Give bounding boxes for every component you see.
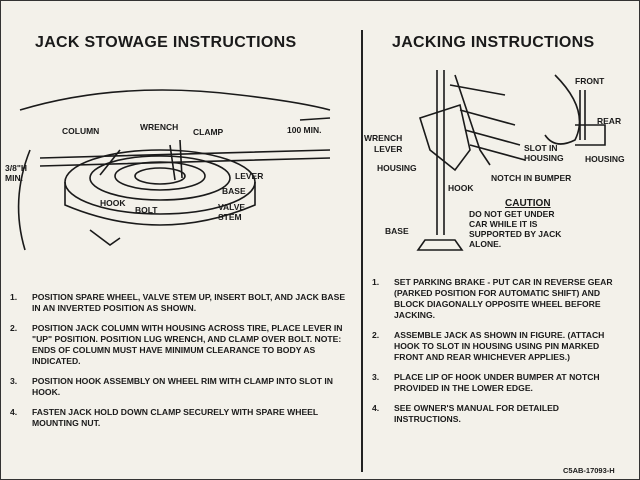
step-text: POSITION HOOK ASSEMBLY ON WHEEL RIM WITH… [32,376,333,397]
label-housing-left: HOUSING [377,163,417,173]
label-rear: REAR [597,116,622,126]
stowage-title: JACK STOWAGE INSTRUCTIONS [35,34,297,51]
step: 1. POSITION SPARE WHEEL, VALVE STEM UP, I… [10,292,355,314]
label-bolt: BOLT [135,205,158,215]
label-clamp: CLAMP [193,127,224,137]
label-wrench-r: WRENCH [364,133,403,143]
label-hook-r: HOOK [448,183,474,193]
label-base: BASE [222,186,246,196]
label-notch: NOTCH IN BUMPER [491,173,572,183]
step: 2. POSITION JACK COLUMN WITH HOUSING ACRO… [10,323,355,367]
step-number: 3. [372,372,380,382]
caution-line: ALONE. [469,239,502,249]
jacking-steps: 1. SET PARKING BRAKE - PUT CAR IN REVERSE… [372,277,622,434]
label-lever: LEVER [235,171,264,181]
jacking-title: JACKING INSTRUCTIONS [392,34,595,51]
label-column: COLUMN [62,126,100,136]
step-text: POSITION SPARE WHEEL, VALVE STEM UP, INS… [32,292,346,313]
label-slot-housing: HOUSING [524,153,564,163]
step: 3. PLACE LIP OF HOOK UNDER BUMPER AT NOTC… [372,372,622,394]
stowage-steps: 1. POSITION SPARE WHEEL, VALVE STEM UP, I… [10,292,355,438]
caution-box: CAUTION DO NOT GET UNDER CAR WHILE IT IS… [469,198,562,250]
step-number: 2. [372,330,380,340]
step-number: 2. [10,323,18,333]
step-number: 4. [10,407,18,417]
label-base-r: BASE [385,226,409,236]
step-text: SEE OWNER'S MANUAL FOR DETAILED INSTRUCT… [394,403,560,424]
jacking-diagram [416,70,606,251]
caution-line: SUPPORTED BY JACK [469,229,562,239]
step-number: 1. [10,292,18,302]
step-number: 4. [372,403,380,413]
label-stem: STEM [218,212,242,222]
label-min: MIN. [5,173,23,183]
step-text: SET PARKING BRAKE - PUT CAR IN REVERSE G… [394,277,613,320]
step: 4. FASTEN JACK HOLD DOWN CLAMP SECURELY W… [10,407,355,429]
step: 3. POSITION HOOK ASSEMBLY ON WHEEL RIM WI… [10,376,355,398]
label-lever-r: LEVER [374,144,403,154]
label-100-min: 100 MIN. [287,125,322,135]
step: 4. SEE OWNER'S MANUAL FOR DETAILED INSTRU… [372,403,622,425]
step: 1. SET PARKING BRAKE - PUT CAR IN REVERSE… [372,277,622,321]
label-front: FRONT [575,76,605,86]
panel-divider [361,30,363,472]
label-slot-in: SLOT IN [524,143,558,153]
caution-heading: CAUTION [505,198,551,209]
label-valve: VALVE [218,202,246,212]
step-text: ASSEMBLE JACK AS SHOWN IN FIGURE. (ATTAC… [394,330,605,362]
label-housing-right: HOUSING [585,154,625,164]
label-hook: HOOK [100,198,126,208]
label-3-8-h: 3/8"H [5,163,27,173]
stowage-diagram [17,89,331,251]
caution-line: CAR WHILE IT IS [469,219,538,229]
step-text: FASTEN JACK HOLD DOWN CLAMP SECURELY WIT… [32,407,319,428]
part-number: C5AB-17093-H [563,466,615,475]
step: 2. ASSEMBLE JACK AS SHOWN IN FIGURE. (ATT… [372,330,622,363]
step-number: 1. [372,277,380,287]
step-number: 3. [10,376,18,386]
step-text: POSITION JACK COLUMN WITH HOUSING ACROSS… [32,323,343,366]
label-wrench: WRENCH [140,122,179,132]
caution-line: DO NOT GET UNDER [469,209,555,219]
step-text: PLACE LIP OF HOOK UNDER BUMPER AT NOTCH … [394,372,600,393]
